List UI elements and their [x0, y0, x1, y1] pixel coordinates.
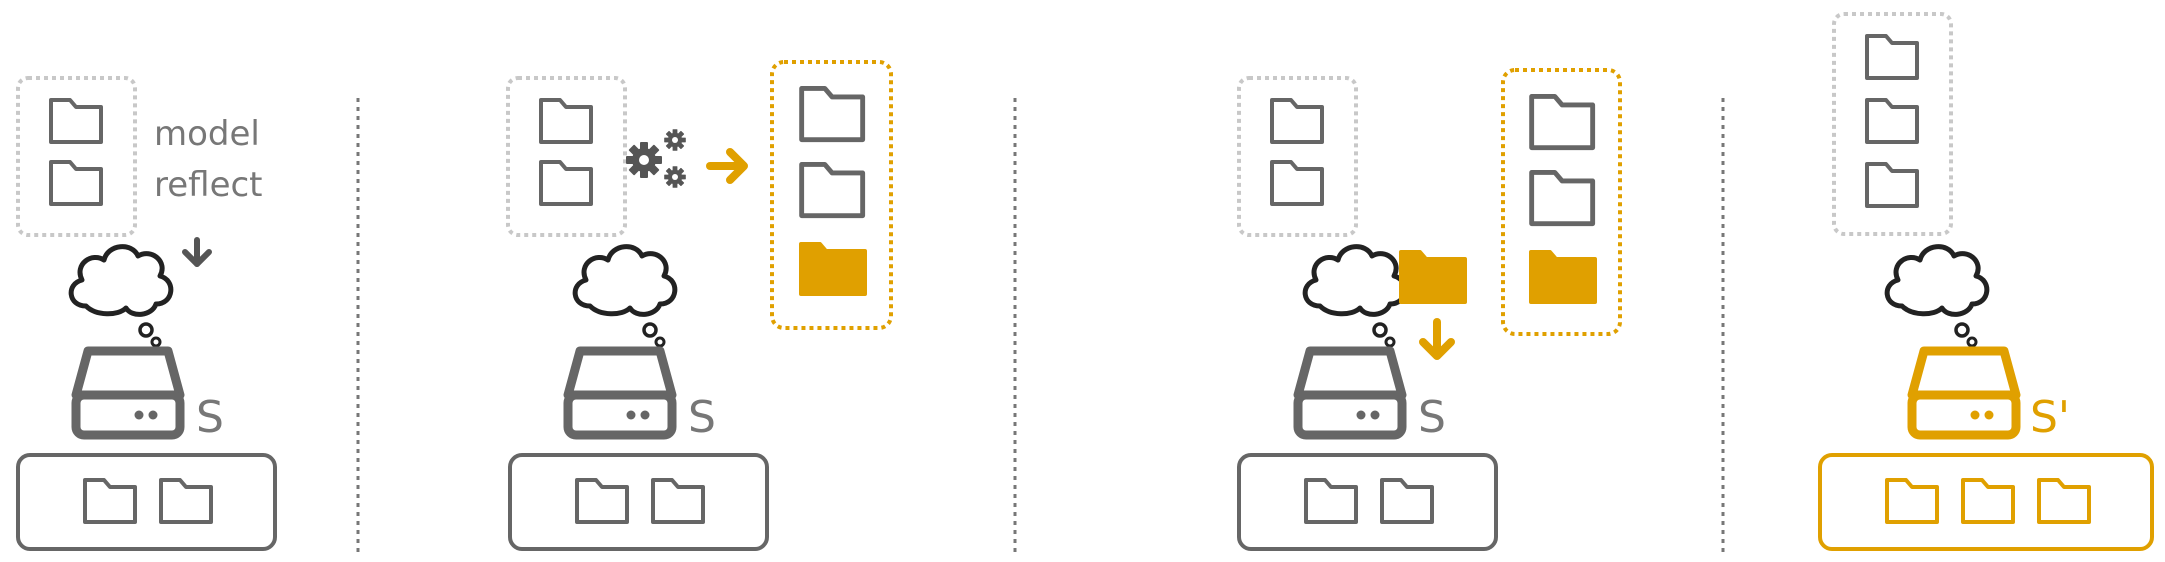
arrow-down-icon — [1419, 318, 1455, 360]
panel-3: S — [1237, 68, 1622, 551]
folder-icon — [1532, 96, 1593, 147]
folder-filled-icon — [1399, 250, 1467, 304]
server-drive-icon — [568, 351, 672, 435]
storage-box — [508, 453, 769, 551]
folder-filled-icon — [1529, 250, 1597, 304]
storage-box — [1818, 453, 2154, 551]
folder-icon — [159, 478, 213, 524]
cloud-thought-icon — [71, 247, 171, 346]
server-drive-icon — [76, 351, 180, 435]
folder-icon — [575, 478, 629, 524]
gears-icon — [626, 129, 686, 188]
cloud-thought-icon — [1305, 247, 1405, 346]
folder-icon — [539, 160, 593, 206]
folder-icon — [49, 98, 103, 144]
model-label: model — [154, 114, 260, 154]
server-drive-icon — [1912, 351, 2016, 435]
folder-icon — [1532, 172, 1593, 223]
server-label: S — [688, 392, 716, 443]
panel-1: model reflect S — [16, 76, 277, 551]
folder-icon — [1270, 98, 1324, 144]
folder-icon — [651, 478, 705, 524]
folder-icon — [1865, 34, 1919, 80]
folder-icon — [2037, 478, 2091, 524]
folder-icon — [1270, 160, 1324, 206]
storage-box — [1237, 453, 1498, 551]
folder-icon — [802, 88, 863, 139]
folder-icon — [539, 98, 593, 144]
panel-2: S — [506, 60, 893, 551]
folder-icon — [1380, 478, 1434, 524]
cloud-thought-icon — [575, 247, 675, 346]
panel-4: S' — [1818, 12, 2154, 551]
folder-icon — [1885, 478, 1939, 524]
model-box — [1237, 76, 1358, 237]
server-label: S — [196, 392, 224, 443]
server-label: S' — [2030, 392, 2070, 443]
folder-filled-icon — [799, 242, 867, 296]
model-box — [16, 76, 137, 237]
folder-icon — [1304, 478, 1358, 524]
folder-icon — [1865, 162, 1919, 208]
arrow-right-icon — [706, 148, 748, 184]
reflect-label: reflect — [154, 165, 263, 205]
storage-box — [16, 453, 277, 551]
model-box — [1832, 12, 1953, 236]
model-box — [506, 76, 627, 237]
arrow-down-icon — [182, 237, 212, 267]
folder-icon — [1865, 98, 1919, 144]
folder-icon — [1961, 478, 2015, 524]
folder-icon — [802, 164, 863, 215]
server-drive-icon — [1298, 351, 1402, 435]
output-box — [1501, 68, 1622, 336]
server-label: S — [1418, 392, 1446, 443]
cloud-thought-icon — [1887, 247, 1987, 346]
folder-icon — [49, 160, 103, 206]
output-box — [770, 60, 893, 330]
folder-icon — [83, 478, 137, 524]
